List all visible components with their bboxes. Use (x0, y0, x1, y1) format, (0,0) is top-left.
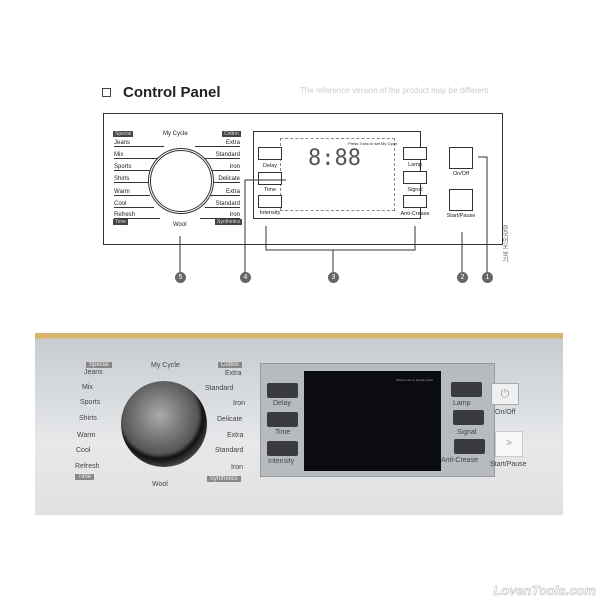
my-cycle-label: My Cycle (163, 131, 188, 137)
special-header: Special (113, 131, 134, 137)
synthetics-iron: Iron (200, 212, 240, 219)
photo-special-header: Special (86, 362, 112, 368)
photo-display-hint: Press 3 sec to set My Cycle (395, 378, 433, 382)
control-panel-photo: Special Jeans Mix Sports Shirts Warm Coo… (35, 333, 563, 515)
photo-cotton-header: Cotton (218, 362, 242, 368)
photo-on-off-label: On/Off (495, 409, 516, 416)
signal-button[interactable] (403, 171, 427, 184)
photo-intensity-label: Intensity (268, 458, 295, 465)
photo-synthetics-extra: Extra (227, 432, 244, 439)
delay-label: Delay (262, 163, 278, 169)
on-off-button[interactable] (449, 147, 473, 169)
intensity-button[interactable] (258, 195, 282, 208)
time-button[interactable] (258, 172, 282, 185)
cycle-delicate: Delicate (210, 176, 240, 183)
photo-delicate: Delicate (217, 416, 243, 423)
photo-delay-label: Delay (273, 400, 291, 407)
cycle-jeans: Jeans (114, 140, 164, 147)
intensity-label: Intensity (259, 210, 281, 216)
cycle-refresh: Refresh (114, 212, 160, 219)
photo-time-button[interactable] (267, 412, 298, 427)
photo-time-label: Time (275, 429, 291, 436)
on-off-label: On/Off (452, 171, 470, 177)
photo-warm: Warm (77, 432, 96, 439)
photo-cotton-extra: Extra (225, 370, 242, 377)
photo-refresh: Refresh (75, 463, 100, 470)
section-title: Control Panel (102, 84, 221, 101)
photo-jeans: Jeans (84, 369, 103, 376)
photo-time-header: Time (75, 474, 95, 480)
start-pause-label: Start/Pause (446, 213, 476, 219)
signal-label: Signal (407, 187, 423, 193)
lamp-label: Lamp (408, 162, 422, 168)
synthetics-standard: Standard (205, 201, 240, 208)
watermark: LovenTools.com (493, 583, 596, 599)
anti-crease-button[interactable] (403, 195, 427, 208)
photo-start-pause-button[interactable]: > (495, 431, 523, 457)
cycle-mix: Mix (114, 152, 160, 159)
photo-delay-button[interactable] (267, 383, 298, 398)
power-icon: ⏻ (500, 388, 510, 400)
lamp-button[interactable] (403, 147, 427, 160)
cotton-extra: Extra (195, 140, 240, 147)
photo-wool: Wool (152, 481, 168, 488)
wool-label: Wool (173, 222, 187, 228)
cycle-cool: Cool (114, 201, 154, 208)
photo-synthetics-standard: Standard (215, 447, 244, 454)
photo-anti-crease-label: Anti-Crease (441, 457, 478, 464)
photo-my-cycle: My Cycle (151, 362, 180, 369)
photo-display-panel: Press 3 sec to set My Cycle Delay Time I… (260, 363, 495, 477)
cycle-sports: Sports (114, 164, 154, 171)
display-time: 8:88 (308, 146, 361, 171)
photo-cotton-standard: Standard (205, 385, 234, 392)
cycle-warm: Warm (114, 189, 150, 196)
photo-signal-label: Signal (457, 429, 477, 436)
photo-anti-crease-button[interactable] (454, 439, 485, 454)
photo-intensity-button[interactable] (267, 441, 298, 456)
callout-lines (179, 156, 488, 275)
photo-synthetics-iron: Iron (231, 464, 244, 471)
photo-start-pause-label: Start/Pause (490, 461, 527, 468)
time-header: Time (113, 219, 128, 225)
callout-2: 2 (457, 272, 468, 283)
synthetics-extra: Extra (210, 189, 240, 196)
photo-power-button[interactable]: ⏻ (491, 383, 519, 405)
photo-synthetics-header: Synthetics (207, 476, 241, 482)
photo-shirts: Shirts (79, 415, 97, 422)
photo-lamp-label: Lamp (453, 400, 471, 407)
photo-sports: Sports (80, 399, 101, 406)
photo-cotton-iron: Iron (233, 400, 246, 407)
title-text: Control Panel (123, 84, 221, 101)
photo-mix: Mix (82, 384, 93, 391)
delay-button[interactable] (258, 147, 282, 160)
anti-crease-label: Anti-Crease (400, 211, 430, 217)
manual-control-panel-diagram (103, 113, 503, 245)
display-hint: Press 3 sec to set My Cycle (348, 141, 398, 146)
cycle-shirts: Shirts (114, 176, 150, 183)
callout-5: 5 (175, 272, 186, 283)
start-pause-button[interactable] (449, 189, 473, 211)
time-label: Time (263, 187, 277, 193)
cycle-selector-dial[interactable] (148, 148, 214, 214)
photo-cool: Cool (76, 447, 91, 454)
photo-cycle-knob[interactable] (121, 381, 207, 467)
photo-lamp-button[interactable] (451, 382, 482, 397)
photo-signal-button[interactable] (453, 410, 484, 425)
side-text: 한국어로 보기 (501, 225, 507, 263)
cotton-standard: Standard (200, 152, 240, 159)
checkbox-icon (102, 88, 111, 97)
cotton-header: Cotton (222, 131, 241, 137)
callout-4: 4 (240, 272, 251, 283)
cotton-iron: Iron (205, 164, 240, 171)
callout-3: 3 (328, 272, 339, 283)
photo-screen: Press 3 sec to set My Cycle (304, 371, 441, 471)
play-pause-icon: > (506, 438, 512, 449)
synthetics-header: Synthetics (215, 219, 243, 225)
subtitle: The reference version of the product may… (300, 86, 489, 95)
callout-1: 1 (482, 272, 493, 283)
